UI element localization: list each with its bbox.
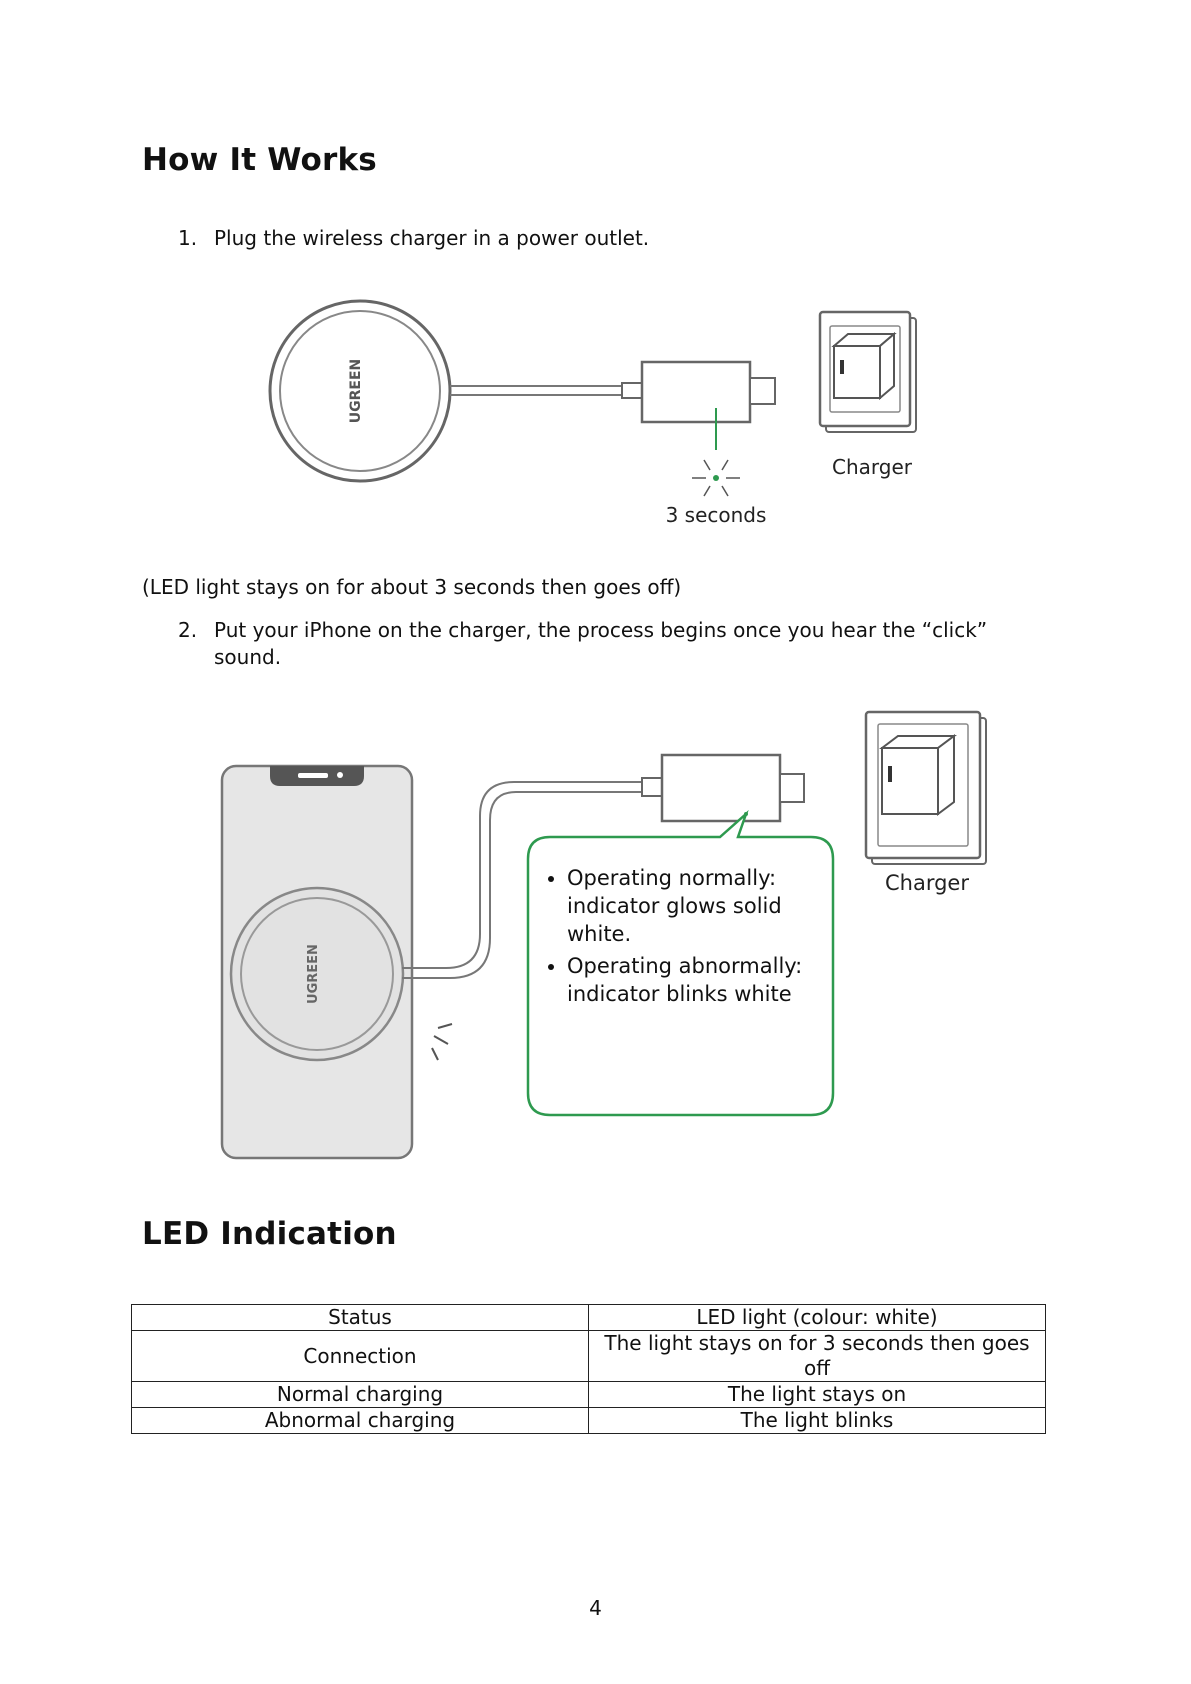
table-cell: The light blinks bbox=[588, 1407, 1046, 1434]
status-item-abnormal: Operating abnormally: indicator blinks w… bbox=[567, 952, 831, 1008]
step-1-text: Plug the wireless charger in a power out… bbox=[214, 226, 650, 250]
section-title-how-it-works: How It Works bbox=[142, 142, 377, 178]
table-row: Connection The light stays on for 3 seco… bbox=[131, 1330, 1046, 1382]
brand-logo-text: UGREEN bbox=[306, 944, 321, 1004]
step-1-number: 1. bbox=[178, 226, 198, 250]
table-cell: Abnormal charging bbox=[131, 1407, 589, 1434]
table-header-row: Status LED light (colour: white) bbox=[131, 1304, 1046, 1331]
wireless-charger-pad: UGREEN bbox=[229, 886, 405, 1062]
usb-cable bbox=[450, 360, 776, 424]
page-number: 4 bbox=[589, 1596, 602, 1620]
figure-plug-in-charger: UGREEN Charger 3 seconds bbox=[268, 299, 917, 527]
led-indication-table: Status LED light (colour: white) Connect… bbox=[131, 1304, 1046, 1434]
table-cell: Connection bbox=[131, 1330, 589, 1382]
wall-outlet-with-adapter bbox=[864, 710, 987, 865]
status-item-normal: Operating normally: indicator glows soli… bbox=[567, 864, 831, 948]
step-2-number: 2. bbox=[178, 618, 198, 642]
section-title-led-indication: LED Indication bbox=[142, 1216, 397, 1252]
led-note: (LED light stays on for about 3 seconds … bbox=[142, 575, 682, 599]
wireless-charger-pad: UGREEN bbox=[268, 299, 452, 483]
table-header-cell: LED light (colour: white) bbox=[588, 1304, 1046, 1331]
brand-logo-text: UGREEN bbox=[348, 359, 364, 423]
timer-label: 3 seconds bbox=[666, 503, 767, 527]
table-cell: The light stays on for 3 seconds then go… bbox=[588, 1330, 1046, 1382]
table-row: Abnormal charging The light blinks bbox=[131, 1407, 1046, 1434]
table-row: Normal charging The light stays on bbox=[131, 1381, 1046, 1408]
step-2-text: Put your iPhone on the charger, the proc… bbox=[214, 618, 988, 669]
charger-label: Charger bbox=[885, 871, 969, 895]
click-sound-icon bbox=[431, 1023, 453, 1061]
table-cell: Normal charging bbox=[131, 1381, 589, 1408]
figure-place-iphone: UGREEN Charger bbox=[220, 710, 987, 1160]
usb-cable bbox=[402, 753, 805, 979]
led-indicator-icon bbox=[692, 408, 740, 497]
table-header-cell: Status bbox=[131, 1304, 589, 1331]
charger-label: Charger bbox=[832, 455, 913, 479]
wall-outlet-with-adapter bbox=[818, 310, 917, 433]
status-callout-bubble bbox=[526, 809, 835, 1117]
callout-text: Operating normally: indicator glows soli… bbox=[531, 864, 831, 1012]
status-list: Operating normally: indicator glows soli… bbox=[531, 864, 831, 1008]
table-cell: The light stays on bbox=[588, 1381, 1046, 1408]
